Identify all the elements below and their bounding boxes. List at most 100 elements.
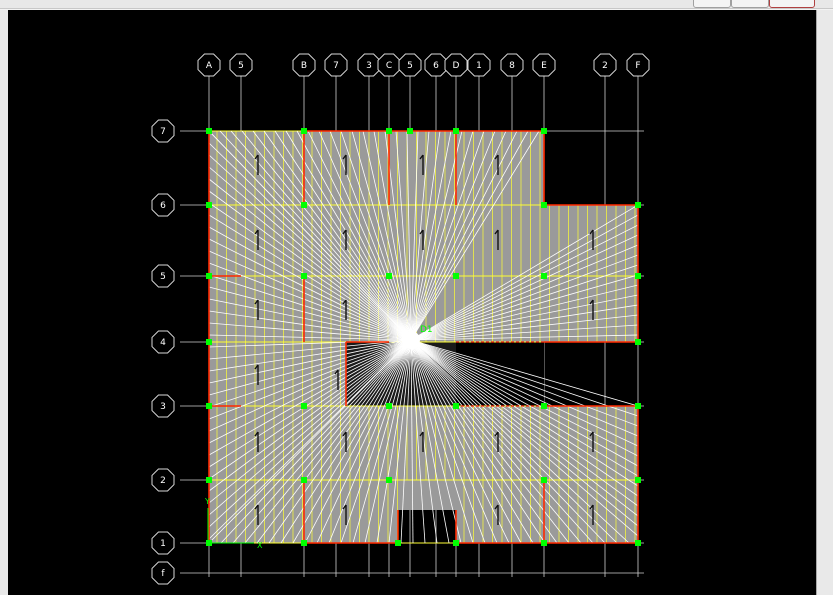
diaphragm-line: [406, 130, 412, 341]
joint[interactable]: [301, 202, 307, 208]
joint[interactable]: [301, 403, 307, 409]
joint[interactable]: [206, 202, 212, 208]
joint[interactable]: [453, 273, 459, 279]
grid-bubble-label: 5: [407, 61, 413, 71]
diaphragm-line: [410, 339, 474, 544]
joint[interactable]: [386, 273, 392, 279]
joint[interactable]: [635, 273, 641, 279]
diaphragm-line: [208, 339, 412, 544]
grid-bubble-label: 6: [160, 201, 166, 211]
joint[interactable]: [386, 128, 392, 134]
joint[interactable]: [453, 540, 459, 546]
grid-bubble-label: 1: [160, 539, 166, 549]
joint[interactable]: [301, 540, 307, 546]
diaphragm-line: [208, 238, 412, 341]
grid-bubble-col: [500, 53, 524, 77]
diaphragm-line: [410, 244, 639, 341]
joint[interactable]: [541, 273, 547, 279]
diaphragm-line: [208, 202, 412, 341]
joint[interactable]: [635, 477, 641, 483]
joint[interactable]: [635, 540, 641, 546]
joint[interactable]: [206, 403, 212, 409]
diaphragm-line: [410, 339, 426, 544]
diaphragm-line: [307, 130, 412, 341]
diaphragm-line: [292, 339, 412, 544]
diaphragm-line: [410, 224, 639, 341]
diaphragm-line: [410, 130, 496, 341]
span-direction-arrow: [342, 504, 347, 525]
joint[interactable]: [635, 403, 641, 409]
grid-bubble-label: 5: [160, 272, 166, 282]
right-scrollbar-area[interactable]: [816, 10, 833, 595]
joint[interactable]: [301, 128, 307, 134]
diaphragm-line: [328, 339, 412, 544]
span-direction-arrow: [254, 154, 259, 175]
grid-bubble-col: [467, 53, 491, 77]
joint[interactable]: [541, 477, 547, 483]
grid-bubble-label: E: [541, 61, 547, 71]
grid-bubble-label: F: [635, 61, 640, 71]
span-direction-arrow: [589, 504, 594, 525]
joint[interactable]: [453, 128, 459, 134]
diaphragm-line: [410, 334, 639, 341]
joint[interactable]: [206, 273, 212, 279]
joint[interactable]: [301, 273, 307, 279]
diaphragm-line: [219, 130, 412, 341]
diaphragm-line: [410, 264, 639, 341]
diaphragm-line: [410, 130, 463, 341]
grid-bubble-label: 3: [366, 61, 372, 71]
joint[interactable]: [386, 403, 392, 409]
minimize-button[interactable]: [693, 0, 731, 8]
diaphragm-line: [410, 339, 639, 517]
diaphragm-line: [208, 339, 412, 468]
diaphragm-line: [410, 339, 639, 427]
diaphragm-line: [410, 339, 510, 544]
grid-bubble-row: [151, 330, 175, 354]
joint[interactable]: [407, 128, 413, 134]
close-button[interactable]: [769, 0, 815, 8]
diaphragm-line: [340, 130, 412, 341]
grid-bubble-col: [593, 53, 617, 77]
grid-bubble-row: [151, 468, 175, 492]
joint[interactable]: [453, 403, 459, 409]
diaphragm-line: [208, 190, 412, 341]
diaphragm-line: [208, 339, 412, 540]
span-direction-arrow: [342, 154, 347, 175]
diaphragm-line: [304, 339, 412, 544]
diaphragm-line: [410, 339, 639, 457]
window-title-bar: [0, 0, 833, 9]
joints[interactable]: [206, 128, 641, 546]
grid-bubble-label: 2: [602, 61, 608, 71]
joint[interactable]: [541, 202, 547, 208]
diaphragm-line: [410, 339, 639, 497]
diaphragm-line: [208, 339, 412, 492]
diaphragm-line: [208, 339, 412, 480]
joint[interactable]: [206, 339, 212, 345]
diaphragm-line: [256, 339, 412, 544]
diaphragm-line: [410, 339, 414, 544]
deck-ribs: [209, 130, 638, 544]
diaphragm-line: [208, 226, 412, 341]
diaphragm-line: [410, 339, 639, 407]
grid-bubble-label: 7: [160, 127, 166, 137]
diaphragm-line: [252, 130, 412, 341]
joint[interactable]: [206, 128, 212, 134]
diaphragm-line: [410, 339, 498, 544]
joint[interactable]: [541, 128, 547, 134]
joint[interactable]: [635, 202, 641, 208]
joint[interactable]: [206, 477, 212, 483]
diaphragm-line: [410, 339, 558, 544]
grid-bubble-label: D: [453, 61, 460, 71]
joint[interactable]: [386, 477, 392, 483]
diaphragm-line: [208, 166, 412, 341]
diaphragm-line: [410, 339, 462, 544]
joint[interactable]: [541, 403, 547, 409]
joint[interactable]: [635, 339, 641, 345]
joint[interactable]: [301, 477, 307, 483]
joint[interactable]: [395, 540, 401, 546]
joint[interactable]: [541, 540, 547, 546]
maximize-button[interactable]: [731, 0, 769, 8]
diaphragm-line: [410, 274, 639, 341]
